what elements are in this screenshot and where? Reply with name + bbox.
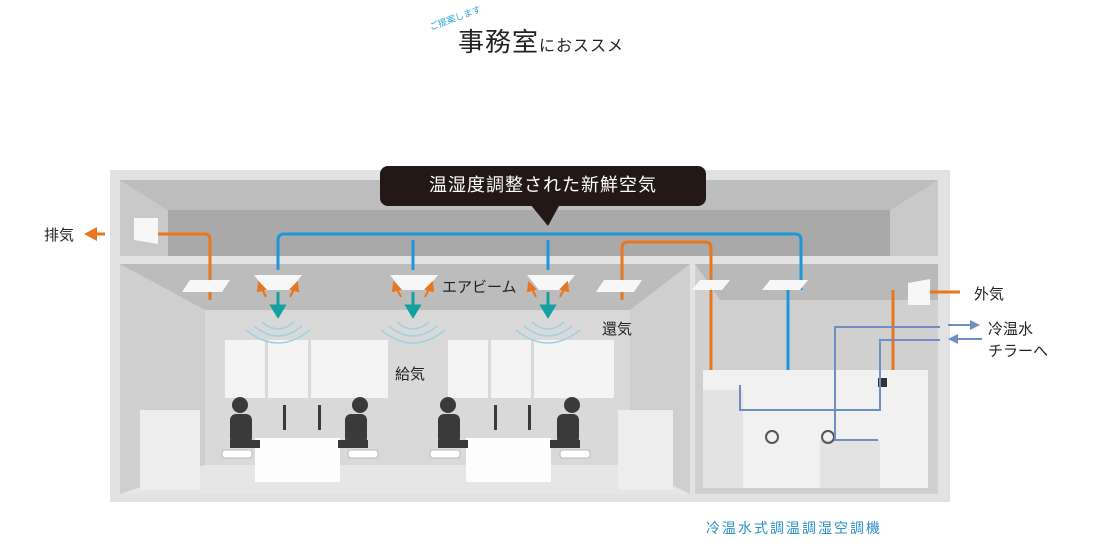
air-beam-arrows <box>256 280 570 319</box>
fresh-air-callout: 温湿度調整された新鮮空気 <box>380 166 706 206</box>
supply-air-label: 給気 <box>395 365 426 383</box>
ahu-control <box>878 378 887 387</box>
bubble-pointer <box>530 204 560 226</box>
return-air-label: 還気 <box>602 320 633 338</box>
left-cabinet <box>140 410 200 490</box>
equipment-caption: 冷温水式調温調湿空調機 <box>706 521 882 537</box>
exhaust-grille <box>134 218 158 244</box>
exhaust-label: 排気 <box>44 226 75 244</box>
exhaust-arrow <box>84 227 105 241</box>
plenum-right-face <box>890 180 938 256</box>
water-piping <box>739 326 940 441</box>
workstation-left <box>221 397 379 482</box>
air-wave-rings <box>245 321 581 344</box>
page-header: ご提案します 事務室におススメ <box>0 0 1100 80</box>
outside-air-label: 外気 <box>974 285 1005 303</box>
ahu-section-2 <box>820 440 880 488</box>
ahu-section-1 <box>703 390 743 488</box>
page-title-sub: におススメ <box>539 36 625 55</box>
to-chiller-label: チラーへ <box>988 342 1049 360</box>
page-title-main: 事務室 <box>458 28 540 58</box>
chilled-water-arrows <box>948 320 982 344</box>
page-title: 事務室におススメ <box>458 22 624 59</box>
intake-grille <box>908 279 930 305</box>
office-floor <box>120 465 690 494</box>
ahu-gauge-1 <box>765 430 779 444</box>
supply-duct <box>276 232 803 370</box>
workstation-right <box>429 397 591 482</box>
machine-room-ceiling <box>695 264 938 300</box>
office-windows <box>225 340 614 398</box>
air-beam-label: エアビーム <box>442 278 517 296</box>
chilled-water-label: 冷温水 <box>988 320 1034 338</box>
right-cabinet <box>618 410 673 490</box>
